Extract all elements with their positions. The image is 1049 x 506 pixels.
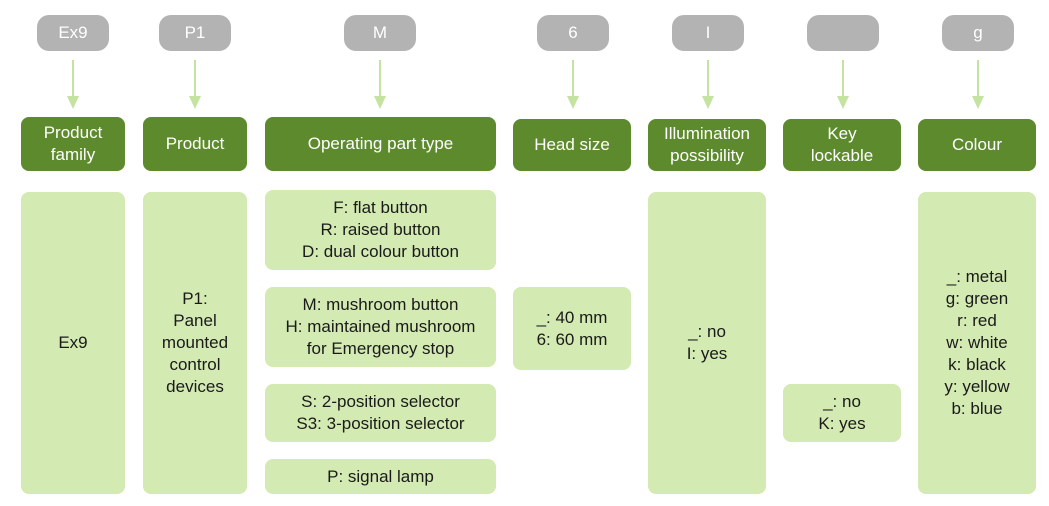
- head-size-option-box: _: 40 mm 6: 60 mm: [513, 287, 631, 370]
- operating-option-selector: S: 2-position selector S3: 3-position se…: [265, 384, 496, 442]
- illumination-option-box: _: no I: yes: [648, 192, 766, 494]
- code-operating-part-type: M: [344, 15, 416, 51]
- code-product-family: Ex9: [37, 15, 109, 51]
- header-operating-part-type: Operating part type: [265, 117, 496, 171]
- key-lockable-option-box: _: no K: yes: [783, 384, 901, 442]
- code-colour: g: [942, 15, 1014, 51]
- arrow-down-icon: [837, 60, 849, 109]
- header-colour: Colour: [918, 119, 1036, 171]
- header-head-size: Head size: [513, 119, 631, 171]
- header-product: Product: [143, 117, 247, 171]
- header-product-family: Product family: [21, 117, 125, 171]
- family-option-box: Ex9: [21, 192, 125, 494]
- code-product: P1: [159, 15, 231, 51]
- arrow-down-icon: [567, 60, 579, 109]
- arrow-down-icon: [702, 60, 714, 109]
- operating-option-lamp: P: signal lamp: [265, 459, 496, 494]
- header-illumination: Illumination possibility: [648, 119, 766, 171]
- colour-option-box: _: metal g: green r: red w: white k: bla…: [918, 192, 1036, 494]
- code-head-size: 6: [537, 15, 609, 51]
- header-key-lockable: Key lockable: [783, 119, 901, 171]
- arrow-down-icon: [972, 60, 984, 109]
- arrow-down-icon: [374, 60, 386, 109]
- arrow-down-icon: [67, 60, 79, 109]
- code-illumination: I: [672, 15, 744, 51]
- code-key-lockable: [807, 15, 879, 51]
- operating-option-mushroom: M: mushroom button H: maintained mushroo…: [265, 287, 496, 367]
- arrow-down-icon: [189, 60, 201, 109]
- product-option-box: P1: Panel mounted control devices: [143, 192, 247, 494]
- operating-option-buttons: F: flat button R: raised button D: dual …: [265, 190, 496, 270]
